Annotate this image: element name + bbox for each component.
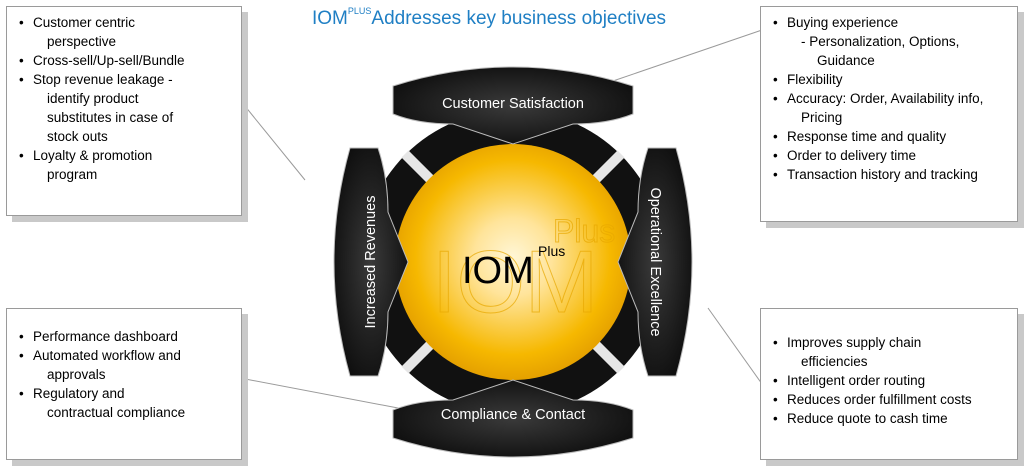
- center-watermark-sup: Plus: [553, 213, 615, 249]
- diagram-title: IOMPLUSAddresses key business objectives: [312, 6, 667, 30]
- segment-top-label: Customer Satisfaction: [442, 96, 584, 112]
- callout-top-right: Buying experience- Personalization, Opti…: [760, 6, 1018, 222]
- segment-right: [617, 147, 693, 377]
- center-watermark: IOM: [432, 232, 598, 331]
- segment-bottom: [392, 379, 634, 458]
- connector-bottom-left: [239, 377, 399, 409]
- list-item: Performance dashboard: [17, 327, 235, 346]
- list-item: Response time and quality: [771, 127, 1011, 146]
- list-item: Reduces order fulfillment costs: [771, 390, 1011, 409]
- list-item: Accuracy: Order, Availability info,Prici…: [771, 89, 1011, 127]
- segment-left-label: Increased Revenues: [363, 196, 379, 329]
- center-label: IOM: [462, 250, 534, 292]
- connector-top-right: [609, 29, 763, 83]
- list-item: Flexibility: [771, 70, 1011, 89]
- list-item: Cross-sell/Up-sell/Bundle: [17, 51, 235, 70]
- connector-bottom-right: [707, 307, 763, 385]
- list-item: Buying experience- Personalization, Opti…: [771, 13, 1011, 70]
- connector-top-left: [239, 99, 306, 181]
- callout-list: Buying experience- Personalization, Opti…: [771, 13, 1011, 184]
- title-superscript: PLUS: [347, 6, 372, 16]
- list-item: Transaction history and tracking: [771, 165, 1011, 184]
- callout-list: Performance dashboard Automated workflow…: [17, 327, 235, 422]
- list-item: Intelligent order routing: [771, 371, 1011, 390]
- title-main: IOM: [312, 8, 348, 29]
- title-rest: Addresses key business objectives: [371, 8, 667, 29]
- center-circle: [395, 144, 631, 380]
- list-item: Order to delivery time: [771, 146, 1011, 165]
- segment-right-label: Operational Excellence: [647, 187, 663, 336]
- center-label-sup: Plus: [538, 243, 565, 259]
- segment-top: [392, 66, 634, 145]
- segment-bottom-label: Compliance & Contact: [441, 407, 585, 423]
- segment-left: [333, 147, 409, 377]
- callout-bottom-left: Performance dashboard Automated workflow…: [6, 308, 242, 460]
- list-item: Reduce quote to cash time: [771, 409, 1011, 428]
- list-item: Stop revenue leakage -identify productsu…: [17, 70, 235, 146]
